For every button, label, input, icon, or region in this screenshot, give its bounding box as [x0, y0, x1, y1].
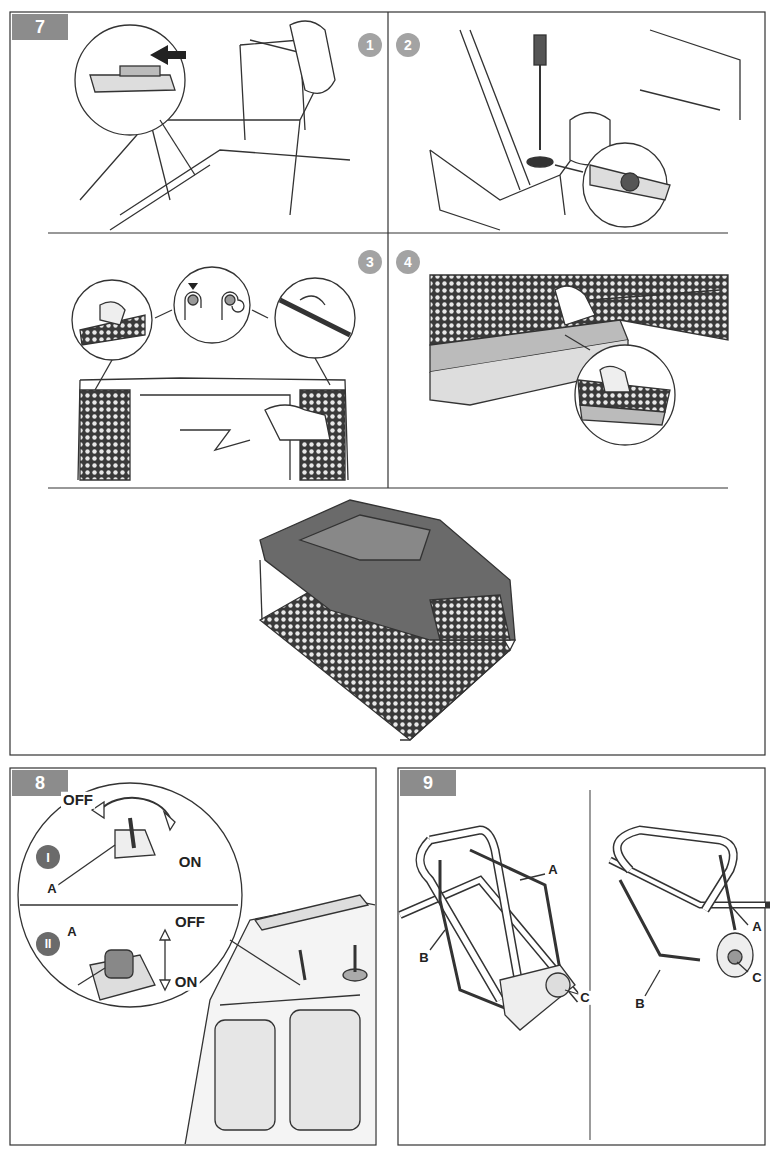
step-4-figure [430, 275, 728, 445]
number-text: 7 [35, 17, 45, 38]
number-text: 8 [35, 773, 45, 794]
part-letter: C [578, 991, 591, 1005]
step-2-figure [430, 30, 740, 230]
step-3-figure [72, 267, 355, 480]
figure-number-tab: 8 [12, 770, 68, 796]
part-letter: B [417, 951, 430, 965]
number-text: 9 [423, 773, 433, 794]
handle-figures [400, 790, 770, 1140]
number-text: 2 [404, 37, 412, 53]
number-text: I [46, 850, 50, 865]
step-number: 2 [396, 33, 420, 57]
part-letter: A [546, 863, 559, 877]
variant-number: II [36, 932, 60, 956]
number-text: 3 [366, 254, 374, 270]
step-number: 3 [358, 250, 382, 274]
panel-frame [10, 12, 765, 755]
number-text: 4 [404, 254, 412, 270]
part-letter: A [750, 920, 763, 934]
panel-frame [398, 768, 765, 1145]
switch-detail [18, 783, 300, 1007]
part-letter: A [45, 882, 58, 896]
step-number: 4 [396, 250, 420, 274]
step-number: 1 [358, 33, 382, 57]
figure-number-tab: 7 [12, 14, 68, 40]
direction-arrow [150, 45, 186, 65]
grass-basket [260, 500, 515, 740]
number-text: 1 [366, 37, 374, 53]
switch-position: ON [173, 974, 200, 991]
part-letter: B [633, 997, 646, 1011]
part-letter: A [65, 925, 78, 939]
figure-number-tab: 9 [400, 770, 456, 796]
number-text: II [45, 937, 52, 951]
panel-frame [10, 768, 376, 1145]
switch-position: ON [177, 854, 204, 871]
switch-position: OFF [173, 914, 207, 931]
variant-number: I [36, 845, 60, 869]
switch-position: OFF [61, 792, 95, 809]
part-letter: C [750, 971, 763, 985]
step-1-figure [75, 21, 350, 230]
